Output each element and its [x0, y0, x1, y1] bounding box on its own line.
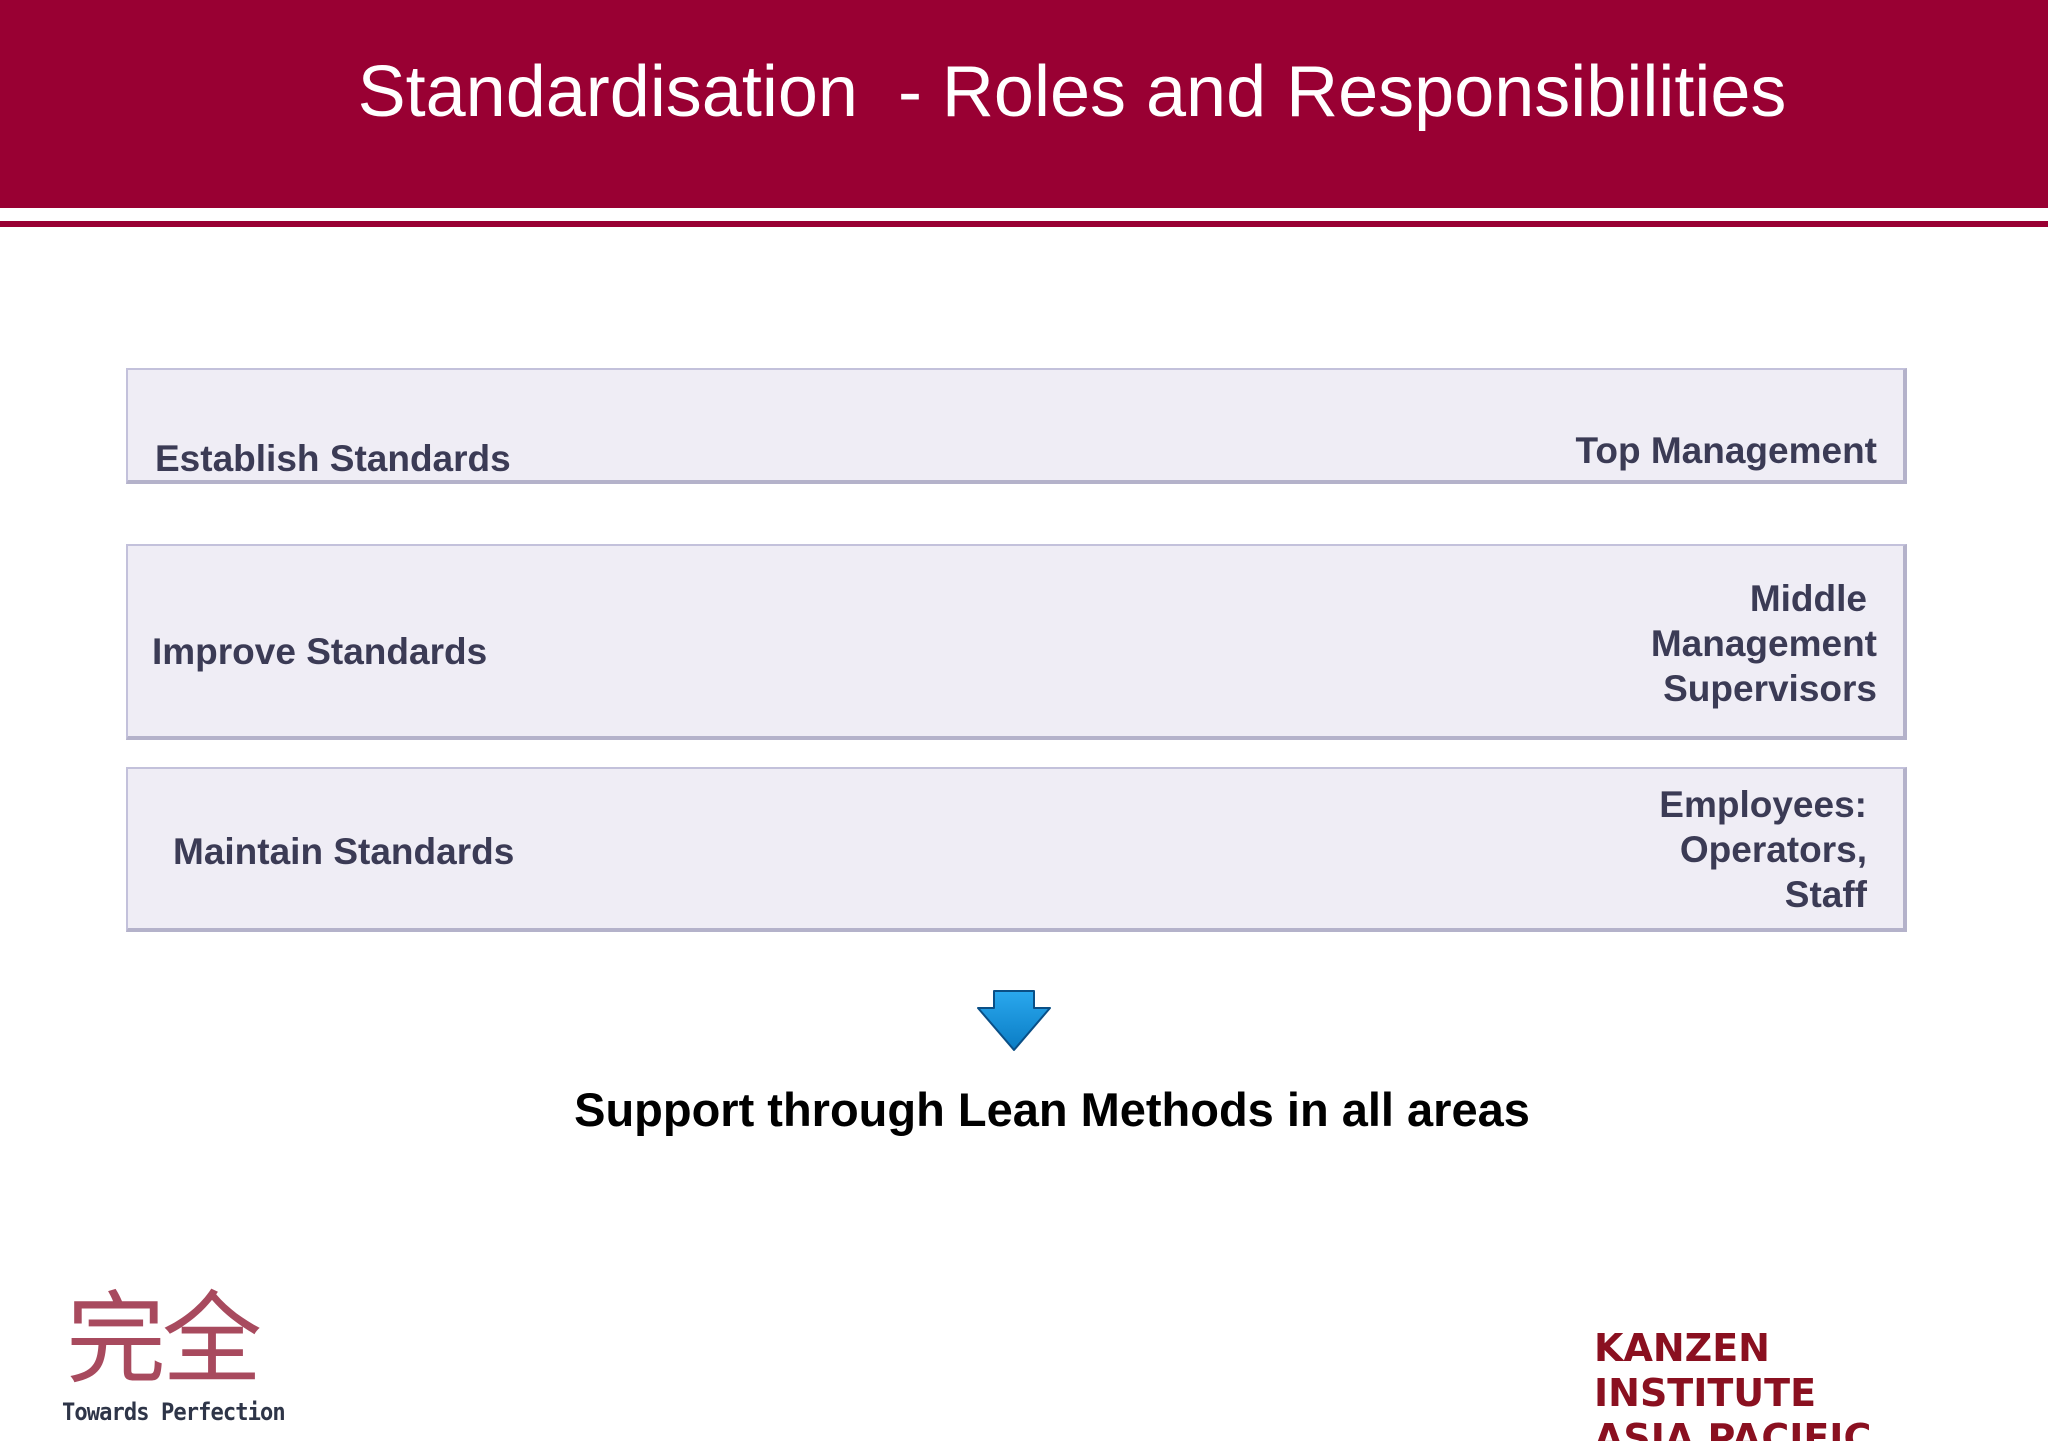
down-arrow-icon: [977, 990, 1051, 1051]
role-line: Top Management: [1575, 430, 1878, 471]
activity-label: Improve Standards: [152, 631, 488, 672]
role-line: Supervisors: [1663, 668, 1877, 709]
kanzen-logo: 完全 Towards Perfection: [60, 1281, 286, 1435]
role-label: Employees: Operators, Staff: [1659, 782, 1867, 917]
role-row-establish: Establish Standards Top Management: [126, 368, 1907, 484]
support-statement: Support through Lean Methods in all area…: [574, 1083, 1530, 1136]
role-line: Middle: [1749, 578, 1867, 619]
logo-line: ASIA PACIFIC: [1594, 1416, 1872, 1441]
role-row-maintain: Maintain Standards Employees: Operators,…: [126, 767, 1907, 932]
logo-line: INSTITUTE: [1594, 1371, 1817, 1415]
activity-label: Establish Standards: [155, 438, 511, 479]
institute-logo: KANZEN INSTITUTE ASIA PACIFIC: [1594, 1326, 1894, 1441]
role-label: Top Management: [1576, 428, 1878, 473]
slide-title: Standardisation - Roles and Responsibili…: [357, 51, 1787, 132]
kanji-mark: 完全: [66, 1281, 262, 1398]
role-label: Middle Management Supervisors: [1651, 576, 1877, 711]
role-line: Staff: [1784, 874, 1867, 915]
role-line: Employees:: [1659, 784, 1867, 825]
role-row-improve: Improve Standards Middle Management Supe…: [126, 544, 1907, 740]
header-banner: [0, 0, 2048, 208]
role-line: Management: [1650, 623, 1877, 664]
activity-label: Maintain Standards: [173, 831, 515, 872]
header-divider: [0, 221, 2048, 227]
logo-line: KANZEN: [1594, 1326, 1770, 1370]
logo-tagline: Towards Perfection: [62, 1398, 286, 1426]
role-line: Operators,: [1679, 829, 1867, 870]
